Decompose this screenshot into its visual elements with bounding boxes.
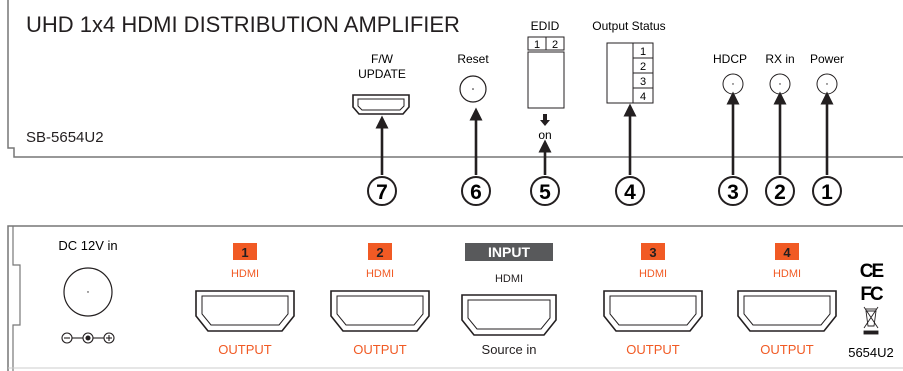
weee-bin-icon bbox=[863, 306, 879, 335]
hdmi-port-icon bbox=[195, 290, 295, 332]
reset-button: Reset bbox=[457, 52, 489, 103]
front-panel-outline bbox=[7, 0, 903, 158]
svg-text:5: 5 bbox=[539, 181, 551, 204]
hdmi-output-4: 4 HDMI OUTPUT bbox=[737, 243, 837, 357]
dc-polarity-icon bbox=[61, 332, 115, 344]
power-led: Power bbox=[810, 52, 844, 95]
rx-in-label: RX in bbox=[765, 52, 794, 66]
callout-4: 4 bbox=[615, 176, 645, 206]
callout-7: 7 bbox=[367, 176, 397, 206]
hdmi-output-1: 1 HDMI OUTPUT bbox=[195, 243, 295, 357]
hdmi-label: HDMI bbox=[366, 268, 394, 280]
model-label: SB-5654U2 bbox=[26, 129, 104, 146]
rear-panel: DC 12V in 1 HDMI OUTPUT bbox=[7, 225, 903, 371]
output-status-1: 1 bbox=[640, 46, 646, 58]
callout-3: 3 bbox=[718, 176, 748, 206]
output-status-label: Output Status bbox=[592, 19, 665, 33]
edid-on-label: on bbox=[538, 128, 551, 142]
model-number: 5654U2 bbox=[848, 345, 894, 360]
output-label: OUTPUT bbox=[218, 342, 272, 357]
hdmi-port-icon bbox=[461, 294, 557, 336]
reset-label: Reset bbox=[457, 52, 489, 66]
dc-input-label: DC 12V in bbox=[58, 238, 117, 253]
rear-panel-bracket bbox=[12, 226, 21, 371]
output-number-badge bbox=[641, 243, 665, 260]
hdcp-led: HDCP bbox=[713, 52, 747, 95]
output-status-2: 2 bbox=[640, 61, 646, 73]
output-label: OUTPUT bbox=[353, 342, 407, 357]
output-label: OUTPUT bbox=[760, 342, 814, 357]
dc-power-jack: DC 12V in bbox=[58, 238, 118, 344]
hdmi-port-icon bbox=[737, 290, 837, 332]
output-status-4: 4 bbox=[640, 91, 646, 103]
edid-switch-1-label: 1 bbox=[534, 39, 540, 51]
front-panel-title: UHD 1x4 HDMI DISTRIBUTION AMPLIFIER bbox=[26, 12, 460, 37]
hdmi-label: HDMI bbox=[231, 268, 259, 280]
edid-switch: EDID 1 2 on bbox=[527, 19, 565, 142]
callout-arrows bbox=[375, 91, 834, 175]
edid-switch-2-label: 2 bbox=[552, 39, 558, 51]
hdmi-output-3: 3 HDMI OUTPUT bbox=[603, 243, 703, 357]
edid-label: EDID bbox=[531, 19, 560, 33]
hdcp-label: HDCP bbox=[713, 52, 747, 66]
arrow-down-icon bbox=[540, 114, 550, 126]
callout-6: 6 bbox=[461, 176, 491, 206]
dip-switch-icon bbox=[527, 51, 565, 109]
certification-marks: CE FC 5654U2 bbox=[848, 261, 894, 360]
output-number: 2 bbox=[376, 245, 383, 260]
fcc-mark-icon: FC bbox=[860, 284, 884, 305]
dc-jack-icon bbox=[63, 267, 113, 317]
callout-5: 5 bbox=[530, 176, 560, 206]
output-number: 1 bbox=[241, 245, 248, 260]
input-label: Source in bbox=[482, 342, 537, 357]
output-label: OUTPUT bbox=[626, 342, 680, 357]
hdmi-port-icon bbox=[330, 290, 430, 332]
fw-update-port: F/W UPDATE bbox=[352, 52, 410, 115]
output-number-badge bbox=[368, 243, 392, 260]
hdmi-label: HDMI bbox=[639, 268, 667, 280]
hdmi-label: HDMI bbox=[495, 273, 523, 285]
hdmi-port-icon bbox=[603, 290, 703, 332]
power-label: Power bbox=[810, 52, 844, 66]
output-number-badge bbox=[233, 243, 257, 260]
mini-hdmi-port-inner bbox=[357, 98, 405, 111]
ce-mark-icon: CE bbox=[860, 261, 884, 282]
output-number-badge bbox=[775, 243, 799, 260]
front-panel: UHD 1x4 HDMI DISTRIBUTION AMPLIFIER SB-5… bbox=[7, 0, 903, 158]
hdmi-label: HDMI bbox=[773, 268, 801, 280]
reset-hole-icon bbox=[459, 75, 487, 103]
svg-text:6: 6 bbox=[470, 181, 482, 204]
rx-in-led: RX in bbox=[765, 52, 795, 95]
svg-text:7: 7 bbox=[376, 181, 388, 204]
svg-text:4: 4 bbox=[624, 181, 636, 204]
svg-text:2: 2 bbox=[774, 181, 786, 204]
hdmi-input: INPUT HDMI Source in bbox=[461, 243, 557, 357]
input-badge-label: INPUT bbox=[488, 244, 530, 260]
hdmi-output-2: 2 HDMI OUTPUT bbox=[330, 243, 430, 357]
output-status-3: 3 bbox=[640, 76, 646, 88]
fw-update-label: F/W bbox=[371, 52, 394, 66]
output-number: 3 bbox=[649, 245, 656, 260]
callout-2: 2 bbox=[765, 176, 795, 206]
svg-text:3: 3 bbox=[727, 181, 739, 204]
svg-text:1: 1 bbox=[821, 181, 833, 204]
output-number: 4 bbox=[783, 245, 791, 260]
rear-panel-outline bbox=[7, 225, 903, 371]
output-status-leds: Output Status 1 2 3 4 bbox=[592, 19, 666, 104]
callout-1: 1 bbox=[812, 176, 842, 206]
callout-markers: 7 6 5 4 3 2 1 bbox=[367, 176, 842, 206]
fw-update-label-line2: UPDATE bbox=[358, 67, 406, 81]
input-badge bbox=[465, 243, 553, 261]
mini-hdmi-port-icon bbox=[352, 94, 410, 115]
